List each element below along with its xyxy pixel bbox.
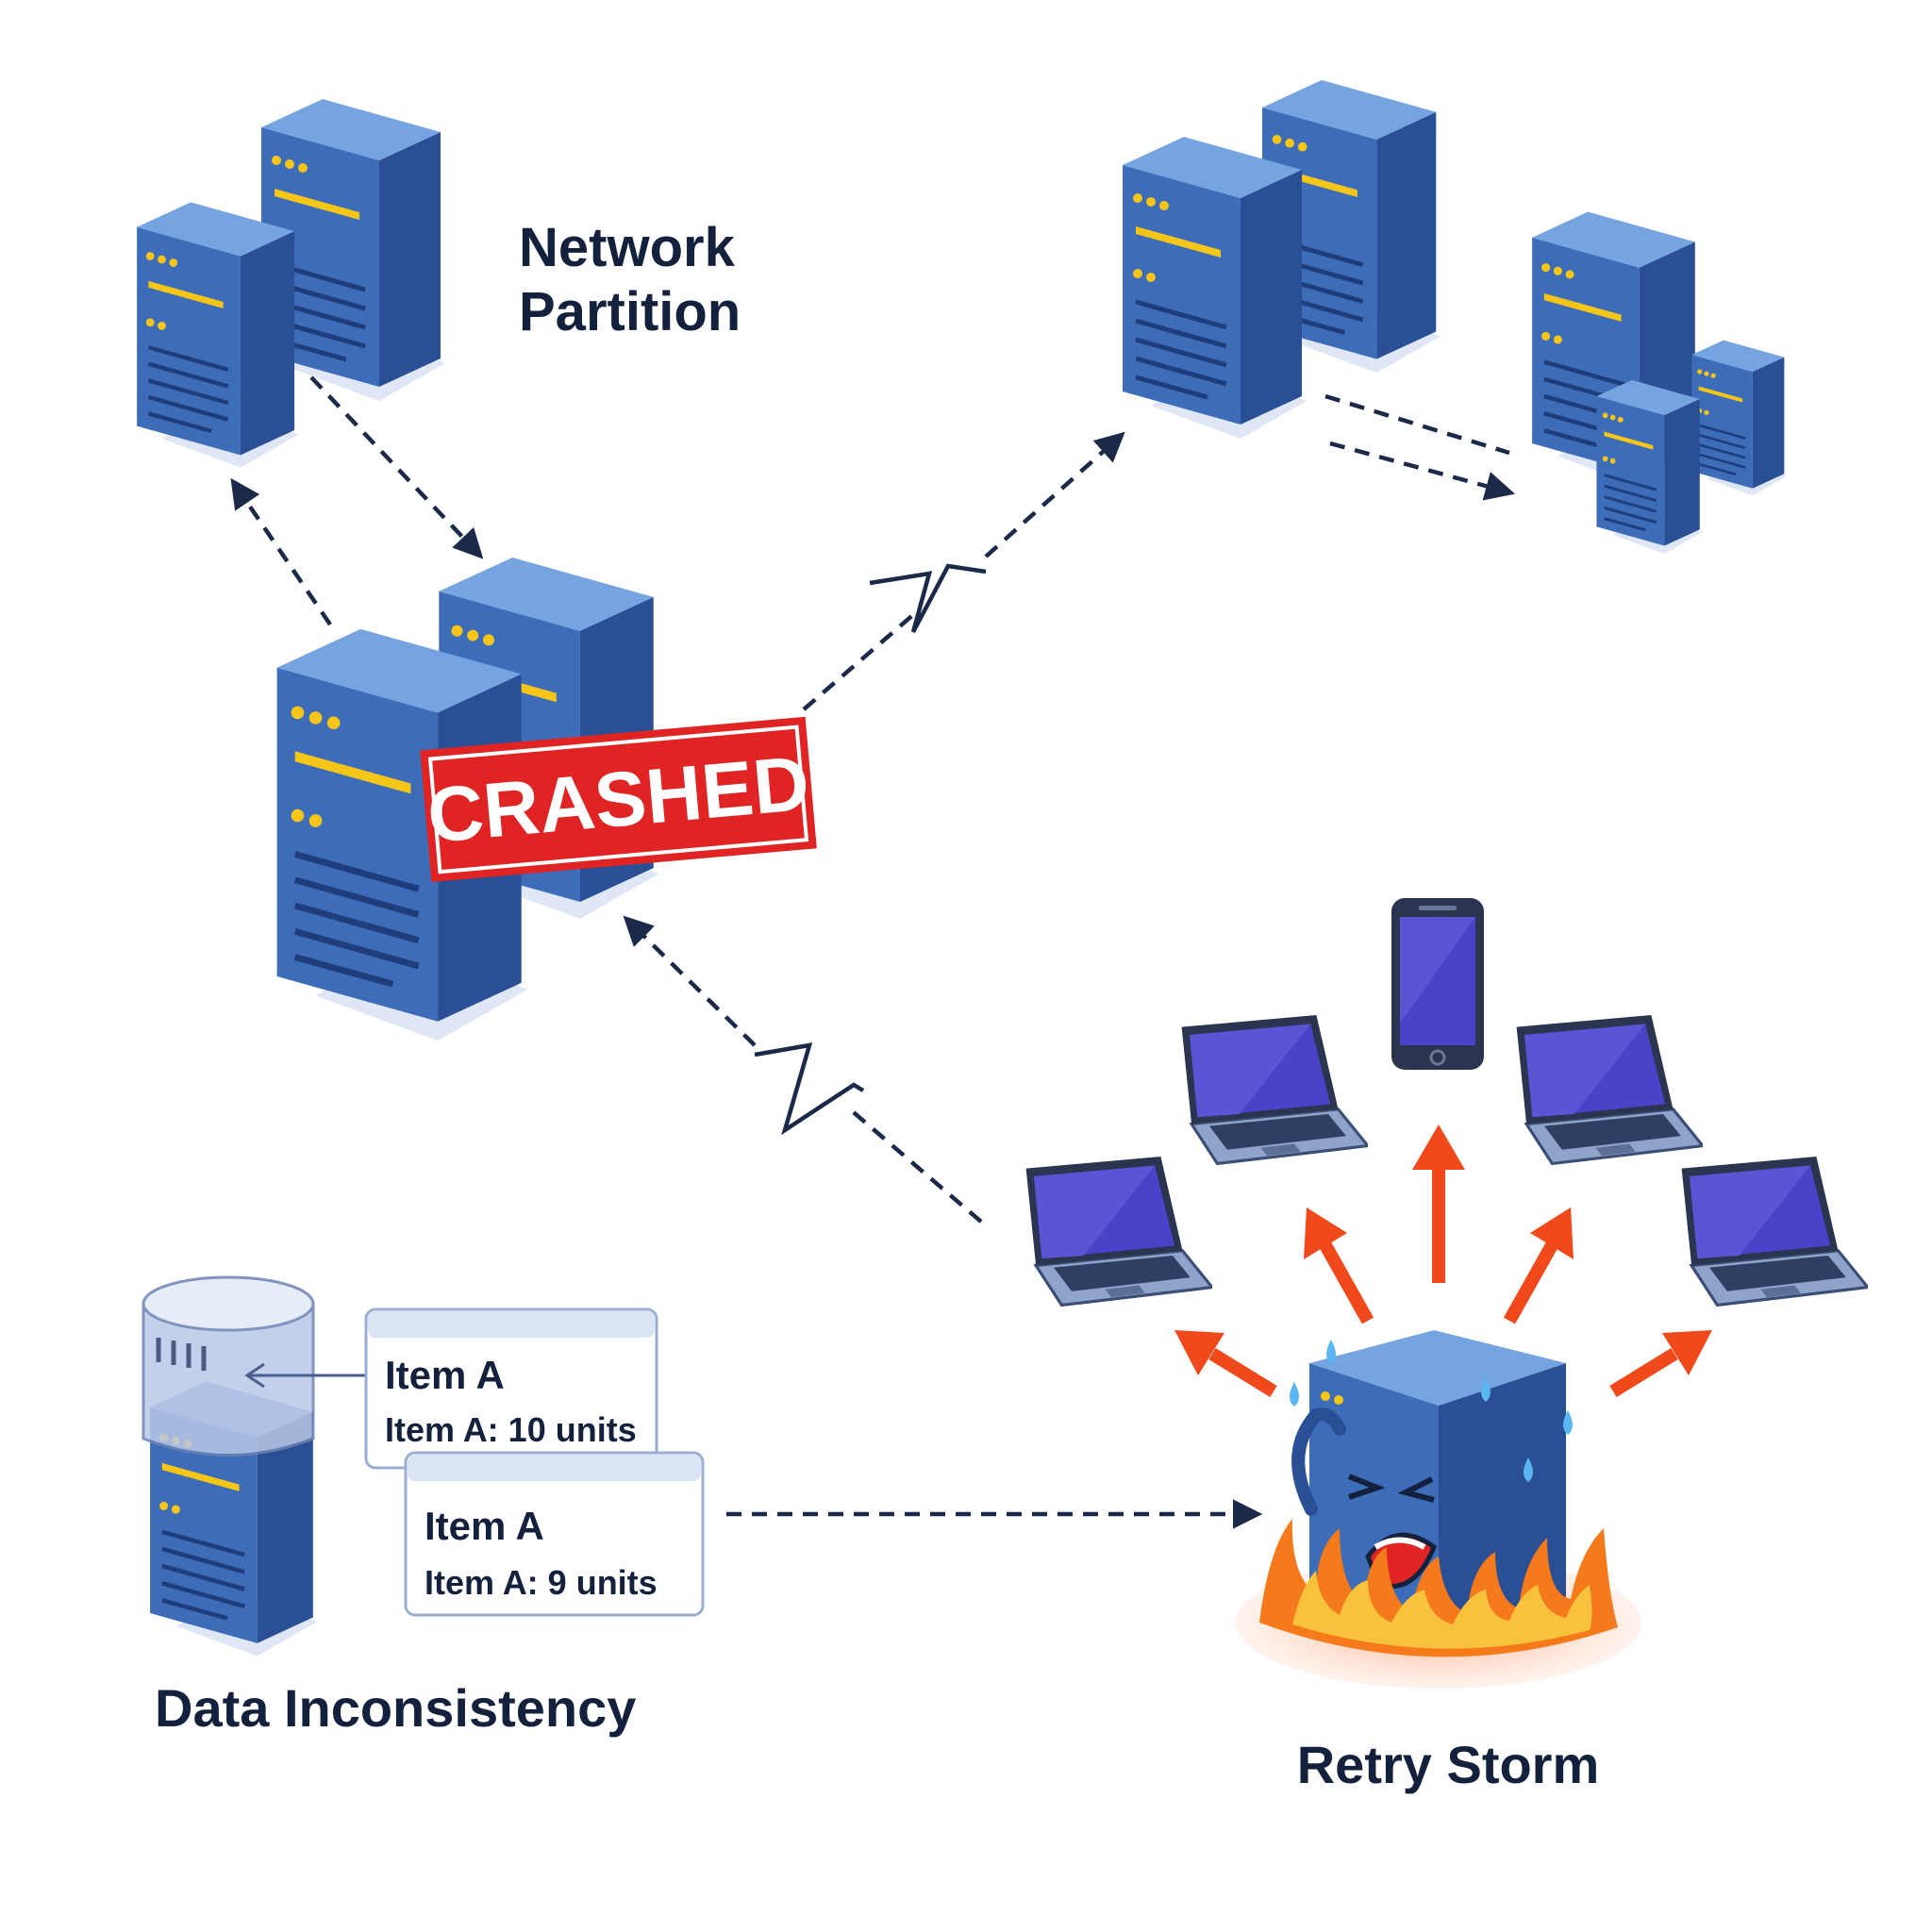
record-card-1: Item A Item A: 10 units — [364, 1307, 658, 1470]
retry-storm-label: Retry Storm — [1297, 1735, 1600, 1794]
client-devices — [1024, 898, 1868, 1307]
connectors — [230, 375, 1516, 1529]
database-icon — [142, 1275, 315, 1457]
laptop-icon — [1515, 1014, 1703, 1166]
server-cluster — [1123, 80, 1789, 556]
fire-icon — [1259, 1519, 1618, 1657]
arrow-crashed-to-cluster-a — [802, 611, 917, 711]
db-record-link-head — [244, 1362, 265, 1389]
arrow-crashed-to-partition — [230, 477, 332, 626]
data-inconsistency-label: Data Inconsistency — [155, 1678, 636, 1738]
smartphone-icon — [1391, 898, 1484, 1070]
network-partition-label-line1: Network — [519, 217, 736, 278]
lightning-break-icon — [869, 563, 987, 634]
record-card-2-detail: Item A: 9 units — [425, 1563, 658, 1602]
record-card-1-title: Item A — [385, 1353, 505, 1397]
server-icon — [137, 202, 298, 467]
network-partition-label-line2: Partition — [519, 281, 741, 342]
arrow-crashed-to-cluster-b — [984, 431, 1125, 558]
record-card-1-detail: Item A: 10 units — [385, 1410, 637, 1449]
network-partition-servers — [137, 99, 445, 468]
laptop-icon — [1180, 1014, 1368, 1166]
inconsistent-database — [142, 1275, 370, 1656]
server-icon — [1594, 378, 1705, 556]
server-icon — [1690, 339, 1789, 497]
record-card-2-title: Item A — [425, 1504, 544, 1548]
crashed-badge: CRASHED — [420, 716, 817, 883]
arrow-cluster-internal-b — [1329, 441, 1516, 501]
laptop-icon — [1680, 1156, 1868, 1307]
arrow-partition-to-crashed — [309, 375, 484, 559]
record-card-2: Item A Item A: 9 units — [404, 1451, 705, 1617]
arrow-cluster-internal-a — [1324, 393, 1510, 456]
retry-arrows — [1174, 1124, 1712, 1397]
arrow-storm-to-crashed-a — [847, 1107, 983, 1224]
arrow-storm-to-crashed-b — [623, 915, 757, 1047]
laptop-icon — [1024, 1156, 1212, 1307]
server-icon — [1123, 137, 1307, 439]
lightning-break-icon — [754, 1042, 865, 1136]
